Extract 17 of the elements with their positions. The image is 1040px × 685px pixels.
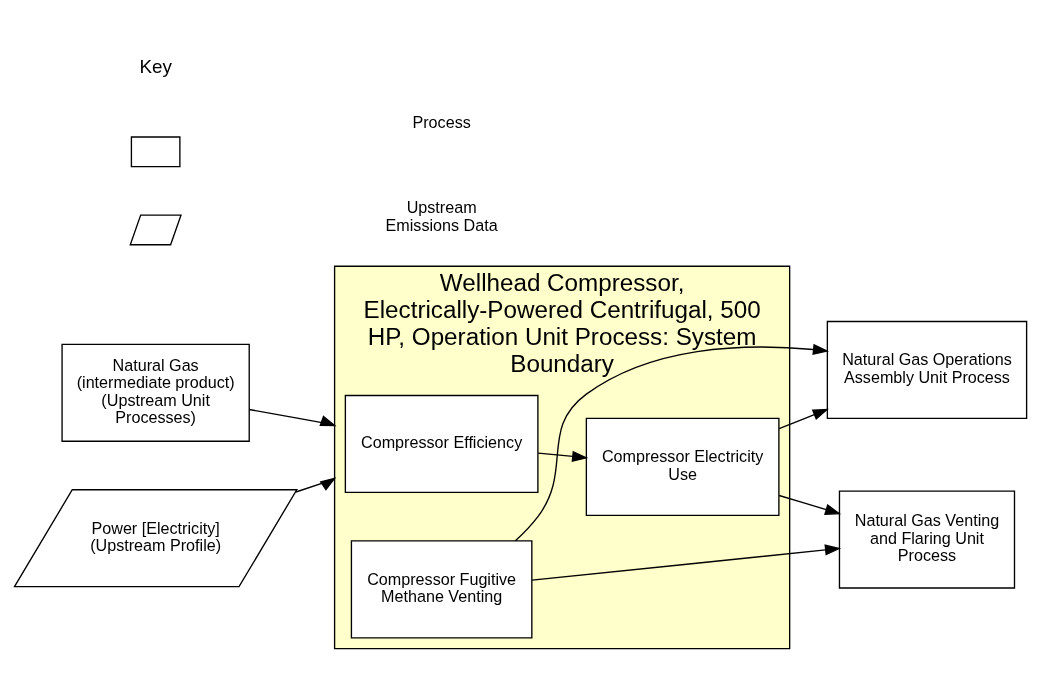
arrow: [514, 343, 829, 542]
node-box: Compressor Electricity Use: [585, 417, 780, 516]
node-box: Natural Gas Venting and Flaring Unit Process: [838, 489, 1015, 589]
node-box: Natural Gas (intermediate product) (Upstream Unit Processes): [60, 343, 250, 442]
node-box: [130, 135, 181, 167]
legend-label: Process: [411, 112, 471, 131]
node-box: Compressor Fugitive Methane Venting: [350, 539, 532, 639]
arrow: [537, 450, 588, 462]
arrow: [777, 494, 841, 515]
arrow: [294, 476, 336, 493]
node-box: Natural Gas Operations Assembly Unit Process: [826, 320, 1027, 419]
node-box: Compressor Efficiency: [344, 394, 539, 493]
node-parallelogram: [128, 213, 182, 245]
arrow: [530, 543, 841, 581]
arrow: [248, 408, 337, 426]
label: Key: [138, 55, 172, 77]
legend-label: Upstream Emissions Data: [385, 197, 498, 234]
